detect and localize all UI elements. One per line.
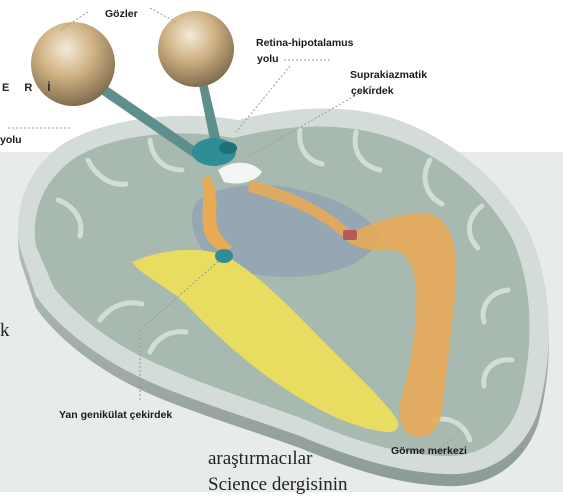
- suprachiasmatic-nucleus: [219, 142, 237, 154]
- article-line-2: Science dergisinin: [208, 474, 347, 496]
- article-line-1: araştırmacılar: [208, 448, 312, 470]
- label-visual-cortex: Görme merkezi: [391, 445, 467, 458]
- visual-relay-marker: [343, 230, 357, 240]
- label-lgn: Yan genikülat çekirdek: [59, 409, 172, 422]
- text-fragment-k: k: [0, 320, 10, 342]
- label-scn-line1: Suprakiazmatik: [350, 69, 427, 82]
- label-scn-line2: çekirdek: [351, 85, 394, 98]
- header-fragment: E R İ: [2, 82, 56, 94]
- label-retinohypothalamic-line1: Retina-hipotalamus: [256, 37, 353, 50]
- label-left-yolu: yolu: [0, 134, 22, 147]
- label-retinohypothalamic-line2: yolu: [257, 53, 279, 66]
- eye-right: [158, 11, 234, 87]
- lateral-geniculate-nucleus: [215, 249, 233, 263]
- label-eyes: Gözler: [105, 8, 138, 21]
